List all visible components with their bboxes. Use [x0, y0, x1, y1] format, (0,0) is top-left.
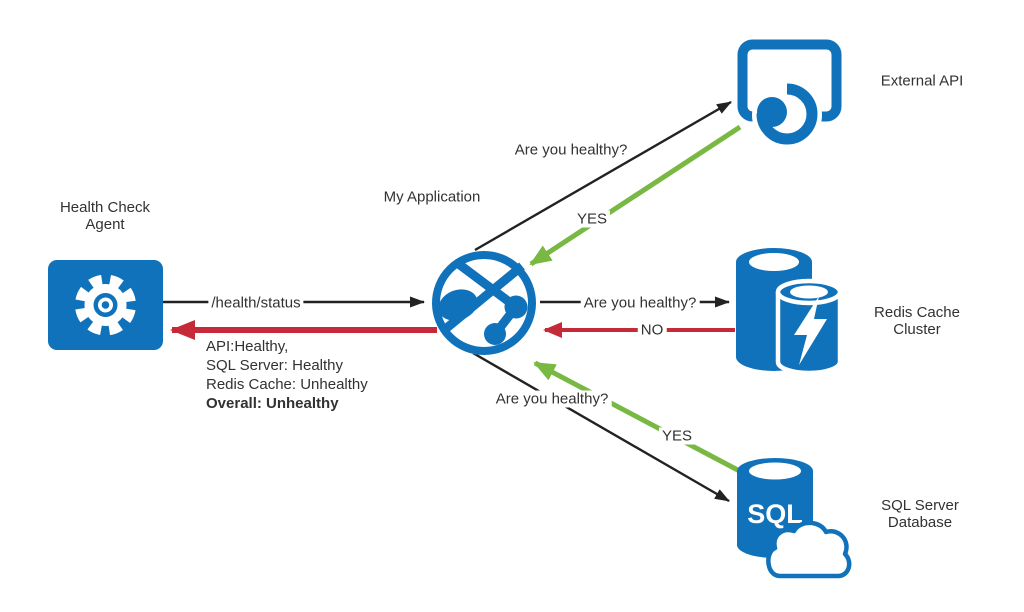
health-response-text: API:Healthy, SQL Server: Healthy Redis C… [206, 337, 368, 413]
sql-icon-text: SQL [747, 499, 803, 529]
response-line-redis: Redis Cache: Unhealthy [206, 376, 368, 393]
health-check-agent-label: Health Check Agent [59, 199, 151, 233]
redis-cache-label: Redis Cache Cluster [874, 304, 960, 338]
my-application-label: My Application [383, 188, 481, 206]
sql-database-icon: SQL [737, 458, 852, 579]
health-status-request-label: /health/status [208, 294, 304, 312]
sql-server-label: SQL Server Database [881, 497, 959, 531]
api-yes-label: YES [573, 210, 611, 228]
response-line-sql: SQL Server: Healthy [206, 357, 343, 374]
ask-redis-label: Are you healthy? [580, 294, 700, 312]
response-line-api: API:Healthy, [206, 338, 289, 355]
redis-front-cylinder [775, 278, 843, 376]
ask-sql-label: Are you healthy? [492, 390, 612, 408]
health-check-agent-icon [48, 260, 163, 350]
response-line-overall: Overall: Unhealthy [206, 395, 339, 412]
external-api-label: External API [880, 72, 964, 90]
api-yes-arrow [529, 124, 742, 267]
redis-icon [736, 248, 843, 376]
lightning-icon [794, 296, 827, 365]
sql-yes-label: YES [658, 427, 696, 445]
external-api-icon [737, 39, 842, 150]
sql-yes-arrow [533, 360, 753, 480]
redis-no-label: NO [637, 321, 667, 339]
ask-sql-arrow [472, 351, 730, 503]
cloud-icon [766, 520, 852, 579]
globe-icon [432, 251, 536, 355]
ask-api-arrow [474, 100, 732, 252]
ask-api-label: Are you healthy? [514, 141, 628, 159]
